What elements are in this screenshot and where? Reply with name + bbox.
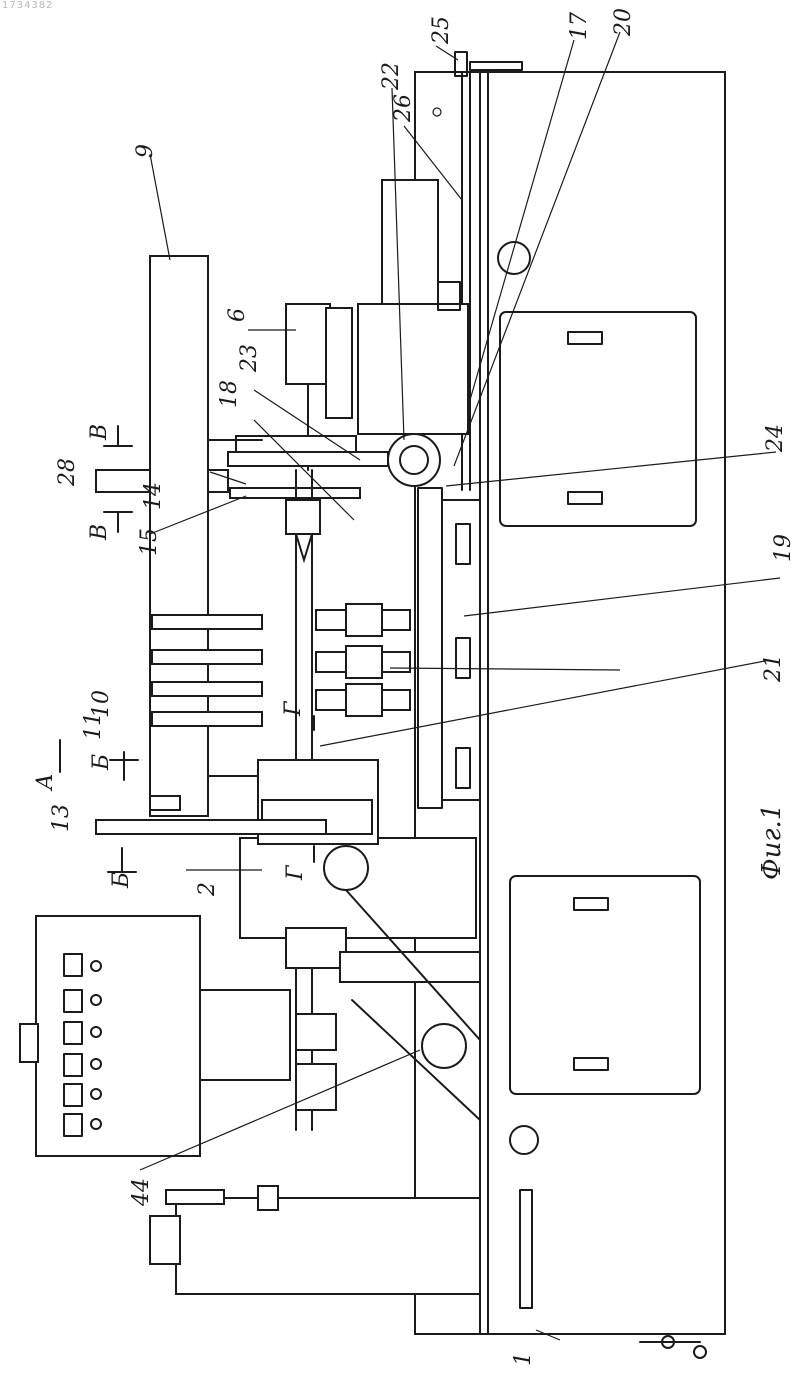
label-13: 13: [49, 804, 74, 832]
label-15: 15: [137, 528, 162, 556]
section-mark-v-bottom: В: [87, 524, 112, 541]
label-20: 20: [611, 8, 636, 37]
label-2: 2: [195, 882, 220, 897]
label-14: 14: [141, 482, 166, 510]
label-6: 6: [225, 308, 250, 322]
label-18: 18: [217, 380, 242, 408]
section-mark-g-bottom: Г: [283, 864, 308, 881]
label-11: 11: [81, 712, 106, 740]
section-mark-b-bottom: Б: [109, 872, 134, 889]
label-22: 22: [379, 62, 404, 91]
label-19: 19: [771, 534, 796, 562]
label-1: 1: [511, 1352, 536, 1366]
label-25: 25: [429, 16, 454, 45]
label-9: 9: [133, 144, 158, 158]
label-28: 28: [55, 458, 80, 487]
section-mark-g-top: Г: [281, 700, 306, 717]
label-44: 44: [129, 1178, 154, 1207]
figure-caption: Фиг.1: [757, 804, 787, 880]
label-17: 17: [567, 12, 592, 40]
section-mark-b-top: Б: [89, 754, 114, 771]
label-26: 26: [391, 94, 416, 123]
label-21: 21: [761, 654, 786, 683]
section-mark-v-top: В: [87, 424, 112, 441]
label-24: 24: [763, 424, 788, 453]
label-23: 23: [237, 344, 262, 373]
section-mark-a: А: [33, 773, 58, 792]
